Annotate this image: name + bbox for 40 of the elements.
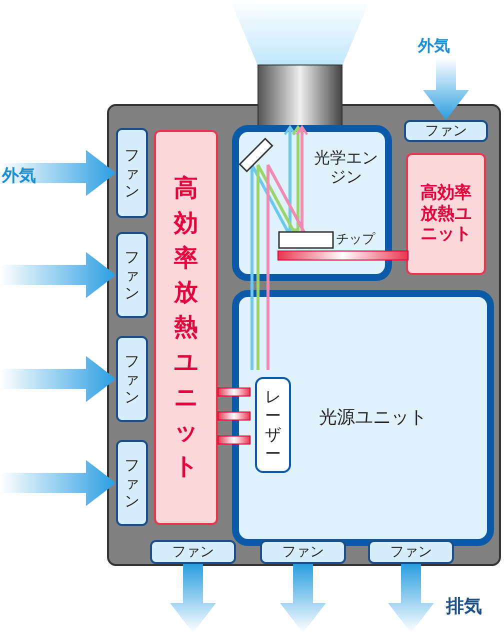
- unit-label: ファン: [124, 248, 140, 302]
- unit-label: ファン: [124, 146, 140, 200]
- fan-panel: [368, 540, 454, 564]
- fan-panel: [116, 440, 148, 526]
- unit-label: レーザー: [265, 386, 281, 464]
- unit-label: ファン: [425, 122, 467, 140]
- light-ray-arrow: [256, 126, 304, 370]
- outside-air-label: 外気: [2, 165, 36, 187]
- light-source-unit-box: [232, 290, 494, 546]
- fan-panel: [116, 336, 148, 422]
- unit-label: 高効率放熱ユニット: [174, 172, 198, 482]
- fan-panel: [260, 540, 346, 564]
- light-ray-arrow: [250, 126, 296, 370]
- unit-label: ファン: [124, 352, 140, 406]
- fan-panel: [116, 128, 148, 218]
- heat-sink-unit: [154, 130, 218, 525]
- heat-sink-unit: [406, 153, 486, 275]
- laser-box: [255, 377, 291, 473]
- unit-label: ファン: [124, 456, 140, 510]
- fan-panel: [404, 120, 488, 142]
- unit-label: ファン: [282, 544, 324, 560]
- unit-label: ファン: [390, 544, 432, 560]
- airflow-arrow: [0, 460, 116, 506]
- fan-panel: [150, 540, 236, 564]
- airflow-arrow: [0, 252, 116, 298]
- airflow-arrow: [423, 58, 469, 120]
- fan-panel: [116, 232, 148, 318]
- airflow-arrow: [280, 564, 326, 633]
- unit-label: 光学エンジン: [313, 148, 379, 186]
- exhaust-label: 排気: [446, 595, 482, 618]
- airflow-arrow: [0, 150, 116, 196]
- airflow-arrow: [388, 564, 434, 633]
- outside-air-label: 外気: [418, 36, 450, 57]
- unit-label: 高効率放熱ユニット: [419, 183, 472, 245]
- unit-label: 光源ユニット: [319, 407, 427, 429]
- chip-label: チップ: [336, 231, 375, 248]
- unit-label: ファン: [172, 544, 214, 560]
- light-ray-arrow: [266, 126, 308, 370]
- airflow-arrow: [170, 564, 216, 633]
- airflow-arrow: [0, 356, 116, 402]
